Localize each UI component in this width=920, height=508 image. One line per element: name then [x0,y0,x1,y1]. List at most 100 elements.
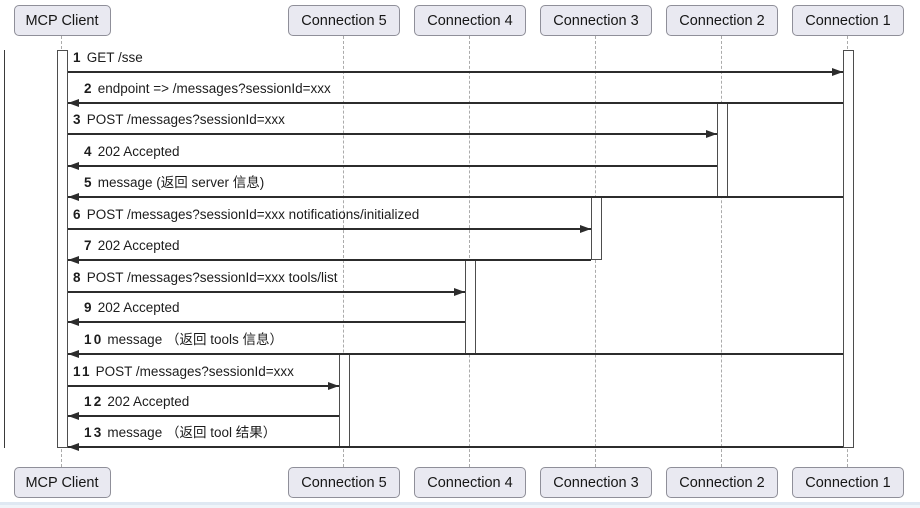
activation-bar-mcp [56,50,68,448]
message-line-12 [67,415,339,417]
message-text: POST /messages?sessionId=xxx notificatio… [86,207,420,222]
message-number: 12 [84,394,104,409]
participant-label: Connection 3 [553,474,639,491]
participant-label: Connection 3 [553,12,639,29]
participant-top-connection-5: Connection 5 [288,5,400,36]
message-number: 8 [73,270,83,285]
participant-top-connection-3: Connection 3 [540,5,652,36]
message-text: 202 Accepted [107,394,190,409]
arrowhead-icon [327,381,339,390]
participant-label: MCP Client [25,474,99,491]
message-line-1 [67,71,843,73]
message-text: POST /messages?sessionId=xxx [86,112,285,127]
message-line-7 [67,259,591,261]
message-text: 202 Accepted [97,300,180,315]
participant-bottom-connection-5: Connection 5 [288,467,400,498]
message-line-4 [67,165,717,167]
message-number: 9 [84,300,94,315]
message-line-2 [67,102,843,104]
message-number: 1 [73,50,83,65]
lifeline-connection-2 [721,36,723,467]
participant-bottom-mcp-client: MCP Client [13,467,111,498]
participant-bottom-connection-3: Connection 3 [540,467,652,498]
message-line-8 [67,291,465,293]
arrowhead-icon [67,442,79,451]
participant-label: Connection 2 [679,12,765,29]
arrowhead-icon [831,67,843,76]
activation-bar-c4 [464,260,476,354]
message-text: endpoint => /messages?sessionId=xxx [97,81,331,96]
message-number: 6 [73,207,83,222]
message-text: 202 Accepted [97,238,180,253]
message-line-10 [67,353,843,355]
message-line-13 [67,446,843,448]
message-number: 13 [84,425,104,440]
activation-bar-c3 [590,197,602,260]
message-line-11 [67,385,339,387]
message-number: 2 [84,81,94,96]
message-number: 5 [84,175,94,190]
activation-bar-c1 [842,50,854,448]
message-number: 4 [84,144,94,159]
participant-bottom-connection-4: Connection 4 [414,467,526,498]
activation-bar-c2 [716,103,728,197]
participant-bottom-connection-2: Connection 2 [666,467,778,498]
participant-bottom-connection-1: Connection 1 [792,467,904,498]
message-text: GET /sse [86,50,143,65]
activation-bar-c5 [338,354,350,448]
arrowhead-icon [67,349,79,358]
participant-label: Connection 4 [427,474,513,491]
bottom-window-strip-light [0,505,920,508]
participant-label: Connection 5 [301,474,387,491]
participant-label: Connection 5 [301,12,387,29]
participant-label: Connection 2 [679,474,765,491]
bottom-window-strip [0,502,920,505]
message-number: 3 [73,112,83,127]
arrowhead-icon [705,129,717,138]
message-text: POST /messages?sessionId=xxx [95,364,294,379]
arrowhead-icon [67,161,79,170]
left-edge-line [3,50,6,448]
arrowhead-icon [453,287,465,296]
arrowhead-icon [67,98,79,107]
message-line-3 [67,133,717,135]
message-line-9 [67,321,465,323]
message-text: message (返回 server 信息) [97,175,265,190]
participant-top-connection-1: Connection 1 [792,5,904,36]
message-text: message （返回 tool 结果） [107,425,277,440]
participant-label: Connection 1 [805,474,891,491]
participant-top-connection-2: Connection 2 [666,5,778,36]
participant-label: Connection 4 [427,12,513,29]
message-line-5 [67,196,843,198]
message-number: 11 [73,364,92,379]
message-text: POST /messages?sessionId=xxx tools/list [86,270,338,285]
message-number: 7 [84,238,94,253]
message-line-6 [67,228,591,230]
participant-top-mcp-client: MCP Client [13,5,111,36]
message-text: message （返回 tools 信息） [107,332,283,347]
message-text: 202 Accepted [97,144,180,159]
arrowhead-icon [579,224,591,233]
participant-top-connection-4: Connection 4 [414,5,526,36]
message-number: 10 [84,332,104,347]
lifeline-connection-4 [469,36,471,467]
arrowhead-icon [67,317,79,326]
lifeline-connection-5 [343,36,345,467]
arrowhead-icon [67,255,79,264]
participant-label: MCP Client [25,12,99,29]
arrowhead-icon [67,411,79,420]
